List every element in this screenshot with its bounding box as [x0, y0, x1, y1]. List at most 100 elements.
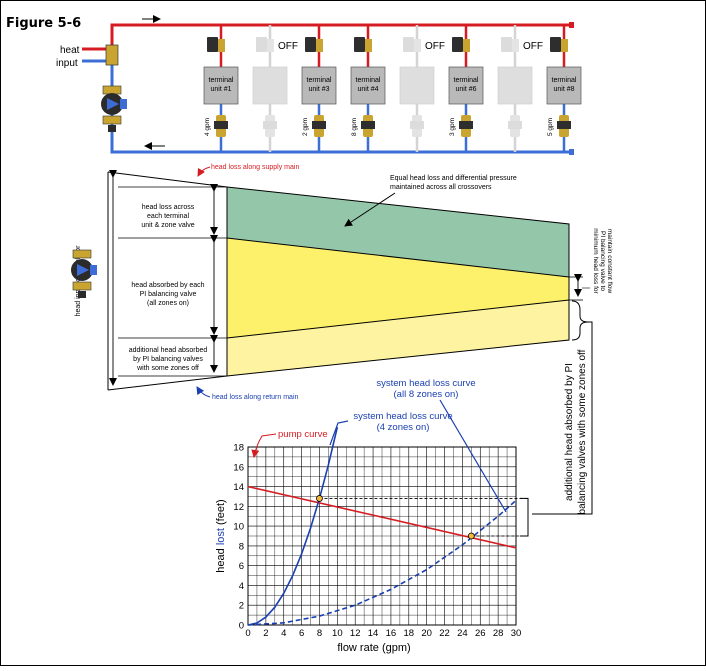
supply-label-arrow [197, 166, 211, 177]
pi-valve-head-icon [312, 121, 326, 129]
x-tick-label: 28 [493, 628, 504, 639]
x-tick-label: 30 [511, 628, 522, 639]
circulator-icon-2 [71, 249, 97, 298]
right-label-1: additional head absorbed by PI [564, 363, 575, 501]
heat-input-label-line2: input [56, 58, 78, 69]
zone-valve-body-icon [267, 39, 274, 52]
x-tick-label: 8 [317, 628, 322, 639]
terminal-unit-box [448, 66, 484, 105]
operating-point-2 [467, 532, 475, 540]
pi-valve-label-3: (all zones on) [147, 300, 189, 307]
terminal-loss-label-2: each terminal [147, 213, 189, 220]
terminal-loss-label-3: unit & zone valve [141, 222, 194, 229]
zone-valve-body-icon [512, 39, 519, 52]
terminal-unit-2: OFF [252, 25, 298, 152]
circulator-icon [101, 85, 127, 132]
flow-rate-label: 3 gpm [449, 118, 456, 136]
series-line-3 [247, 499, 517, 626]
terminal-unit-box [399, 66, 435, 105]
zone-valve-actuator-icon [403, 37, 414, 52]
sys8-pointer [439, 399, 507, 513]
x-tick-label: 22 [439, 628, 450, 639]
y-tick-label: 4 [239, 581, 244, 592]
terminal-unit-label-line1: terminal [552, 77, 577, 84]
x-tick-label: 16 [386, 628, 397, 639]
right-label-2: balancing valves with some zones off [577, 349, 588, 514]
return-head-loss-label: head loss along return main [212, 394, 298, 401]
terminal-unit-box [350, 66, 386, 105]
sys8-label-line1: system head loss curve [376, 378, 475, 389]
minimum-head-label-1: minimum head loss for [592, 228, 599, 294]
terminal-unit-label-line2: unit #8 [553, 86, 574, 93]
sys8-label-line2: (all 8 zones on) [394, 389, 459, 400]
right-label-connector [532, 321, 593, 515]
y-tick-label: 14 [233, 482, 244, 493]
operating-point-1 [316, 495, 323, 502]
y-tick-label: 8 [239, 541, 244, 552]
supply-main-cap [569, 22, 574, 28]
zone-valve-body-icon [316, 39, 323, 52]
closely-spaced-tees [105, 44, 119, 66]
sys4-label-line2: (4 zones on) [377, 422, 430, 433]
equal-head-note-1: Equal head loss and differential pressur… [390, 175, 517, 182]
additional-head-band [227, 300, 569, 376]
terminal-unit-label-line2: unit #1 [210, 86, 231, 93]
x-tick-label: 26 [475, 628, 486, 639]
pi-valve-head-icon [410, 121, 424, 129]
zone-valve-actuator-icon [256, 37, 267, 52]
x-axis-label: flow rate (gpm) [337, 642, 410, 654]
x-tick-label: 0 [245, 628, 250, 639]
sys4-pointer [329, 420, 349, 446]
series-line-2 [247, 427, 339, 626]
supply-main-pipe [110, 23, 572, 49]
terminal-unit-box [252, 66, 288, 105]
flow-rate-label: 4 gpm [204, 118, 211, 136]
x-tick-label: 24 [457, 628, 468, 639]
additional-head-label-1: additional head absorbed [129, 347, 208, 354]
terminal-unit-box [546, 66, 582, 105]
terminal-unit-box [497, 66, 533, 105]
supply-head-loss-label: head loss along supply main [211, 164, 299, 171]
terminal-unit-1: terminal unit #1 4 gpm [203, 25, 239, 152]
x-tick-label: 14 [368, 628, 379, 639]
terminal-unit-label-line1: terminal [209, 77, 234, 84]
terminal-loss-band [227, 187, 569, 277]
x-tick-label: 12 [350, 628, 361, 639]
minimum-head-label-2: PI balancing valve to [599, 231, 606, 291]
circulator-head-label: head input of circulator [75, 245, 82, 316]
y-axis-label: head lost (feet) [215, 499, 227, 572]
heat-input-label-line1: heat [60, 45, 80, 56]
zone-valve-body-icon [365, 39, 372, 52]
additional-head-label-2: by PI balancing valves [133, 356, 203, 363]
y-tick-label: 16 [233, 462, 244, 473]
pi-valve-label-1: head absorbed by each [131, 282, 204, 289]
terminal-unit-box [203, 66, 239, 105]
terminal-unit-8: terminal unit #8 5 gpm [546, 25, 582, 152]
equal-head-note-2: maintained across all crossovers [390, 184, 492, 191]
pi-valve-head-icon [263, 121, 277, 129]
y-tick-label: 2 [239, 601, 244, 612]
operating-points-bracket [520, 497, 529, 537]
terminal-unit-label-line2: unit #4 [357, 86, 378, 93]
zone-valve-body-icon [561, 39, 568, 52]
x-tick-label: 10 [332, 628, 343, 639]
plot-frame [247, 446, 517, 626]
flow-rate-label: 5 gpm [547, 118, 554, 136]
off-label: OFF [278, 41, 298, 52]
pi-valve-head-icon [214, 121, 228, 129]
off-label: OFF [425, 41, 445, 52]
zone-valve-actuator-icon [550, 37, 561, 52]
y-tick-label: 18 [233, 443, 244, 454]
x-tick-label: 4 [281, 628, 286, 639]
flow-rate-label: 2 gpm [302, 118, 309, 136]
terminal-unit-5: OFF [399, 25, 445, 152]
green-yellow-boundary [226, 237, 570, 278]
x-tick-label: 2 [263, 628, 268, 639]
additional-head-label-3: with some zones off [136, 365, 199, 372]
